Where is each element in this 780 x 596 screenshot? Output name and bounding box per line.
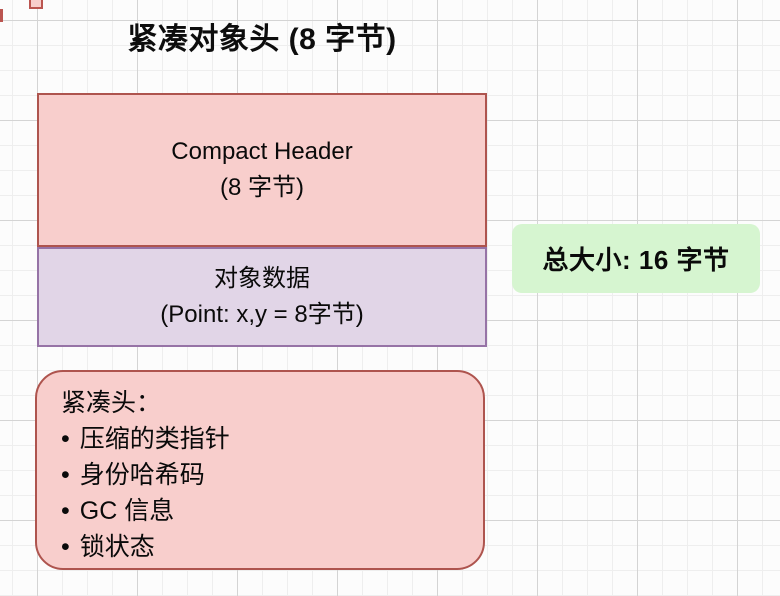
bullet-icon: •: [61, 461, 70, 489]
diagram-title: 紧凑对象头 (8 字节): [127, 23, 397, 56]
object-data-box: 对象数据 (Point: x,y = 8字节): [37, 247, 487, 347]
total-size-label: 总大小: 16 字节: [542, 245, 730, 275]
list-item: • 压缩的类指针: [61, 421, 463, 457]
compact-header-label-line2: (8 字节): [220, 174, 304, 201]
compact-header-label-line1: Compact Header: [171, 138, 353, 165]
list-item-label: 身份哈希码: [79, 461, 205, 489]
list-item-label: 压缩的类指针: [79, 425, 230, 453]
compact-header-box: Compact Header (8 字节): [37, 93, 487, 247]
details-heading: 紧凑头：: [61, 389, 162, 417]
object-data-label-line1: 对象数据: [214, 265, 310, 292]
compact-header-details-box: 紧凑头： • 压缩的类指针 • 身份哈希码 • GC 信息 • 锁状态: [35, 370, 485, 570]
bullet-icon: •: [61, 425, 70, 453]
list-item-label: GC 信息: [79, 497, 175, 525]
list-item-label: 锁状态: [79, 533, 155, 561]
clipped-shape-fragment-top: [29, 0, 43, 9]
list-item: • 身份哈希码: [61, 457, 463, 493]
clipped-shape-fragment-left: [0, 9, 3, 22]
list-item: • GC 信息: [61, 493, 463, 529]
total-size-badge: 总大小: 16 字节: [512, 224, 760, 293]
bullet-icon: •: [61, 533, 70, 561]
list-item: • 锁状态: [61, 529, 463, 565]
bullet-icon: •: [61, 497, 70, 525]
object-data-label-line2: (Point: x,y = 8字节): [160, 301, 364, 328]
